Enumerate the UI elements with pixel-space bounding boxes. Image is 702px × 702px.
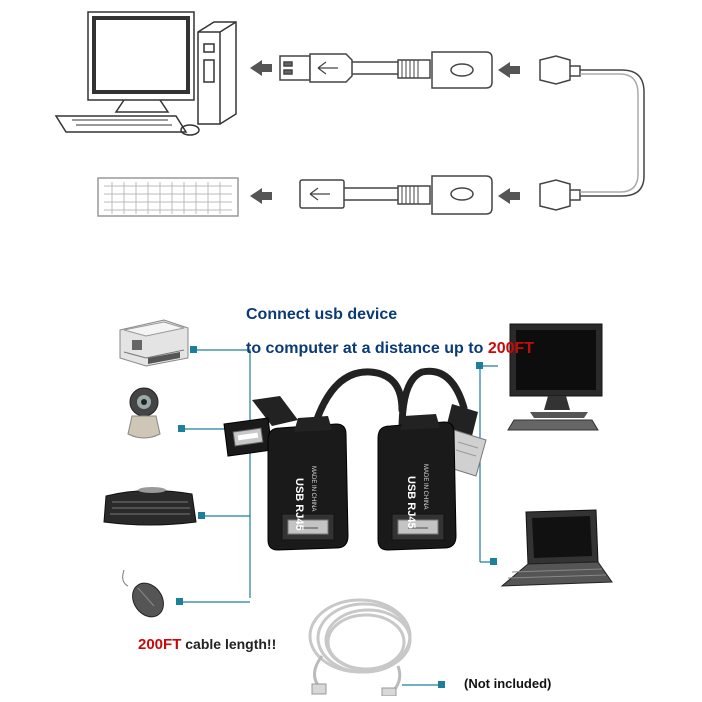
usb-female-connector-icon bbox=[223, 396, 298, 457]
adapter-right-made-in: MADE IN CHINA bbox=[422, 464, 428, 509]
printer-icon bbox=[119, 319, 189, 367]
caption-connect-usb: Connect usb device bbox=[246, 306, 398, 323]
lcd-monitor-icon bbox=[507, 323, 603, 431]
left-connector-dots bbox=[176, 346, 205, 605]
adapter-right-label: USB RJ45 bbox=[405, 476, 417, 529]
caption-distance-value: 200FT bbox=[487, 340, 535, 357]
adapter-left-made-in: MADE IN CHINA bbox=[310, 466, 316, 511]
adapter-cables bbox=[310, 367, 468, 434]
caption-distance: to computer at a distance up to 200FT bbox=[246, 340, 534, 358]
ethernet-cable-coil-icon bbox=[308, 598, 412, 696]
usb-female-cable-icon bbox=[299, 179, 431, 209]
caption-cable-length: 200FT cable length!! bbox=[138, 636, 276, 653]
right-connector-lines bbox=[479, 365, 498, 563]
caption-cable-suffix: cable length!! bbox=[181, 636, 277, 652]
top-connection-diagram bbox=[54, 11, 645, 217]
usb-rj45-adapter-left bbox=[267, 416, 349, 551]
laptop-icon bbox=[500, 509, 613, 587]
left-connector-lines bbox=[180, 349, 251, 603]
arrow-icons bbox=[250, 60, 520, 204]
caption-not-included: (Not included) bbox=[464, 676, 552, 691]
adapter-left-label: USB RJ45 bbox=[293, 478, 305, 531]
usb-rj45-adapter-right bbox=[377, 414, 457, 551]
caption-cable-value: 200FT bbox=[138, 636, 182, 653]
rj45-cable-loop-icon bbox=[539, 55, 645, 211]
product-photo: USB RJ45 MADE IN CHINA USB RJ45 MADE IN … bbox=[102, 300, 618, 696]
caption-distance-prefix: to computer at a distance up to bbox=[246, 340, 488, 357]
desktop-computer-icon bbox=[54, 11, 237, 136]
keyboard-icon bbox=[97, 177, 239, 217]
webcam-icon bbox=[127, 387, 161, 439]
mouse-icon bbox=[122, 569, 164, 618]
extender-module-top-icon bbox=[431, 51, 493, 89]
extender-module-bottom-icon bbox=[431, 175, 493, 215]
product-illustration: USB RJ45 MADE IN CHINA USB RJ45 MADE IN … bbox=[103, 319, 613, 696]
usb-male-cable-icon bbox=[279, 53, 431, 83]
keyboard-photo-icon bbox=[103, 487, 197, 526]
